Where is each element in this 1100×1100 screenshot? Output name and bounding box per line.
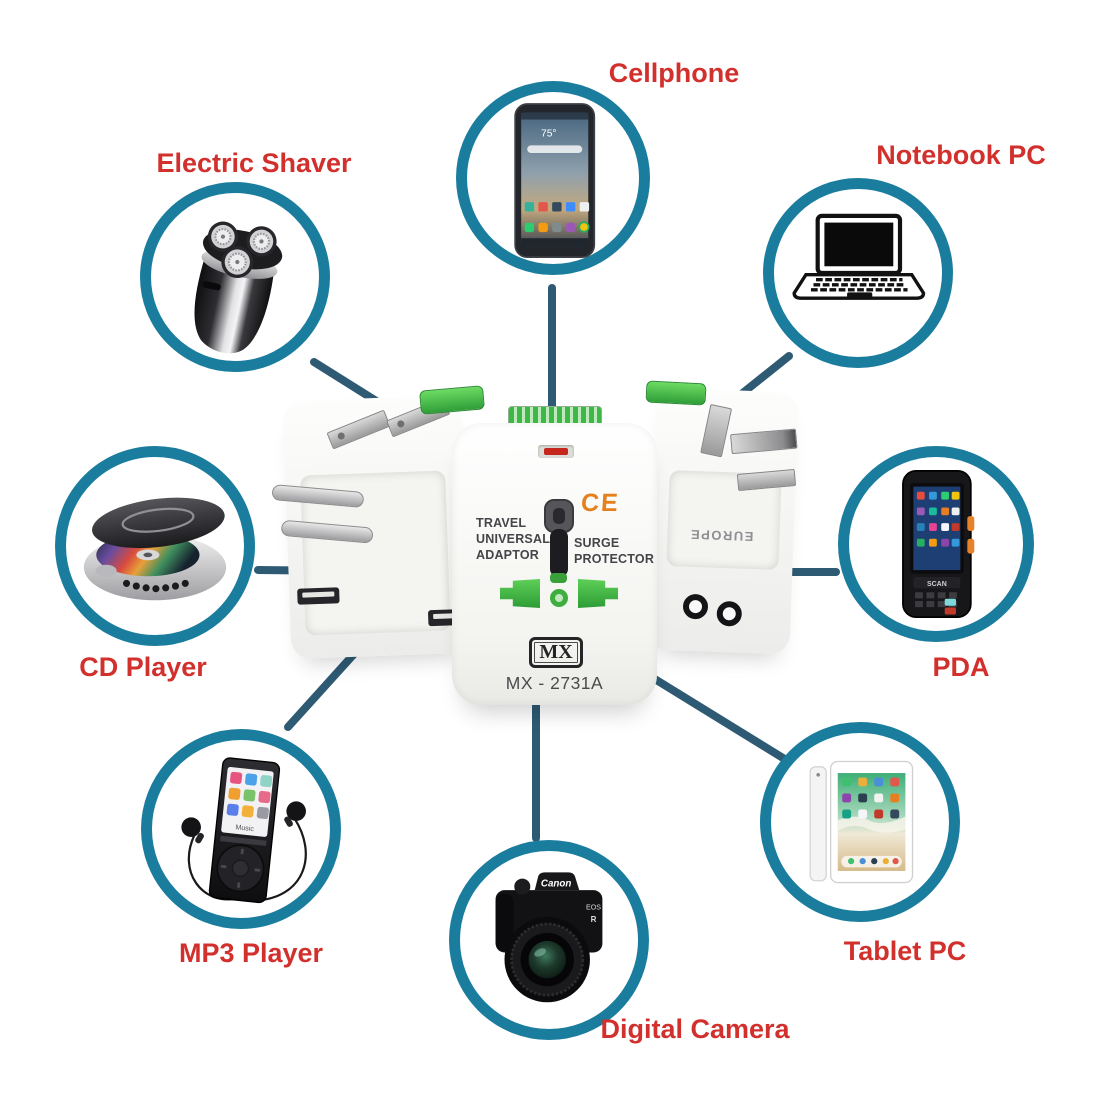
label-cd-player: CD Player <box>79 652 207 682</box>
front-label-line1: TRAVEL <box>476 516 527 530</box>
mp3-screen-icons <box>226 771 273 820</box>
socket-clamp-right <box>578 579 618 608</box>
device-node-pda: SCAN <box>838 446 1034 642</box>
universal-socket-nub <box>550 573 567 583</box>
europe-side-label: EUROPE <box>689 526 754 545</box>
pda-app-icons <box>916 491 960 547</box>
camera-series-text: R <box>591 915 597 924</box>
label-mp3-player: MP3 Player <box>178 938 324 968</box>
ce-mark: CE <box>580 489 621 517</box>
mp3-wheel-marks <box>220 848 261 888</box>
device-node-digital-camera: Canon EOS R <box>449 840 649 1040</box>
adapter-right-view: EUROPE <box>647 387 799 655</box>
camera-brand-text: Canon <box>541 879 571 890</box>
cd-player-buttons <box>122 579 189 593</box>
device-node-tablet-pc <box>760 722 960 922</box>
adapter-left-view <box>271 394 470 660</box>
socket-hole <box>716 600 743 627</box>
pda-scan-key-label: SCAN <box>927 581 947 588</box>
universal-socket-ring <box>550 589 568 607</box>
tablet-app-icons <box>842 777 900 819</box>
label-tablet-pc: Tablet PC <box>843 936 967 966</box>
adapter-front-view: CE TRAVEL UNIVERSAL ADAPTOR SURGE PROTEC… <box>452 423 657 705</box>
cd-player-illustration <box>83 497 227 601</box>
front-label-left: TRAVEL UNIVERSAL ADAPTOR <box>476 515 550 563</box>
uk-plug-pin <box>736 468 797 491</box>
usb-port <box>297 587 340 605</box>
us-plug-pin <box>326 409 391 450</box>
socket-hole <box>682 593 709 620</box>
front-label-right-line1: SURGE <box>574 536 620 550</box>
front-label-line2: UNIVERSAL <box>476 532 551 546</box>
connector-tablet-pc <box>641 669 787 762</box>
phone-weather-text: 75° <box>541 129 557 140</box>
cellphone-illustration: 75° <box>514 103 596 258</box>
pda-illustration: SCAN <box>902 470 975 618</box>
model-number: MX - 2731A <box>505 673 604 693</box>
tablet-pc-illustration <box>809 760 914 884</box>
tablet-dock-icons <box>847 858 899 865</box>
socket-clamp-left <box>500 579 540 608</box>
front-label-line3: ADAPTOR <box>476 548 539 562</box>
camera-model-text: EOS <box>586 904 601 912</box>
label-pda: PDA <box>932 652 990 682</box>
front-label-right: SURGE PROTECTOR <box>574 535 654 567</box>
device-node-electric-shaver <box>140 182 330 372</box>
notebook-pc-illustration <box>792 213 926 300</box>
uk-plug-pin <box>700 403 733 458</box>
notebook-keyboard <box>810 278 908 292</box>
power-indicator-slot <box>538 445 574 458</box>
label-notebook-pc: Notebook PC <box>876 140 1046 170</box>
device-node-mp3-player: Music <box>141 729 341 929</box>
device-node-notebook-pc <box>763 178 953 368</box>
electric-shaver-illustration <box>194 221 283 354</box>
front-label-right-line2: PROTECTOR <box>574 552 655 566</box>
device-node-cellphone: 75° <box>456 81 650 275</box>
release-button-right <box>645 380 707 406</box>
label-digital-camera: Digital Camera <box>600 1014 790 1044</box>
mp3-screen-label: Music <box>235 823 255 833</box>
universal-socket-top <box>544 499 574 533</box>
label-electric-shaver: Electric Shaver <box>156 148 352 178</box>
label-cellphone: Cellphone <box>608 58 740 88</box>
device-node-cd-player <box>55 446 255 646</box>
mp3-player-illustration: Music <box>181 757 307 904</box>
uk-plug-pin <box>730 428 798 455</box>
brand-logo: MX <box>529 637 583 668</box>
phone-app-icons <box>524 202 590 233</box>
digital-camera-illustration: Canon EOS R <box>495 872 603 1003</box>
universal-socket-slot <box>550 529 568 577</box>
shaver-heads <box>207 221 277 278</box>
power-led <box>544 448 568 455</box>
